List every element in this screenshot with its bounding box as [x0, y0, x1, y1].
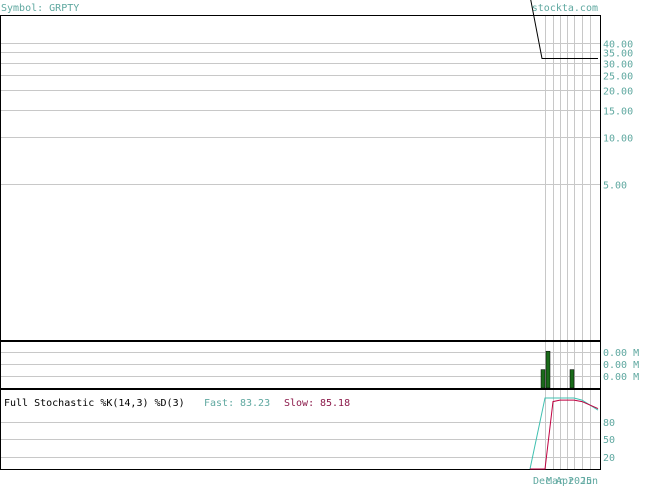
price-tick-label: 35.00: [603, 49, 633, 60]
fast-stochastic-line: [529, 397, 599, 470]
slow-label: Slow:: [284, 398, 314, 409]
price-grid: [1, 43, 600, 185]
volume-tick-label: 0.00 M: [603, 360, 639, 371]
site-label: stockta.com: [532, 3, 598, 14]
volume-panel: [0, 341, 601, 389]
price-tick-label: 40.00: [603, 40, 633, 51]
volume-grid: [1, 342, 600, 388]
x-axis-tick-label: Mar: [546, 476, 564, 486]
x-axis-tick-label: Dec: [533, 476, 551, 486]
volume-bar: [569, 369, 575, 389]
price-tick-label: 15.00: [603, 107, 633, 118]
volume-tick-labels: 0.00 M0.00 M0.00 M: [603, 348, 639, 383]
volume-tick-label: 0.00 M: [603, 372, 639, 383]
price-tick-label: 25.00: [603, 72, 633, 83]
price-tick-label: 20.00: [603, 87, 633, 98]
fast-value: 83.23: [240, 398, 270, 409]
volume-bar: [545, 350, 551, 389]
stochastic-grid: [1, 390, 600, 469]
stochastic-tick-label: 20: [603, 453, 615, 464]
volume-bar: [540, 369, 546, 389]
stochastic-tick-labels: 80 50 20: [603, 418, 615, 464]
stochastic-panel: [0, 389, 601, 470]
price-tick-label: 30.00: [603, 60, 633, 71]
price-tick-label: 10.00: [603, 134, 633, 145]
slow-stochastic-line: [530, 399, 599, 470]
volume-tick-label: 0.00 M: [603, 348, 639, 359]
price-panel: [0, 15, 601, 341]
x-axis-tick-label: Apr: [556, 476, 574, 486]
slow-value: 85.18: [320, 398, 350, 409]
x-axis-tick-label: 2025: [568, 476, 592, 486]
price-vertical-grid: [545, 16, 591, 340]
price-line: [530, 0, 598, 59]
indicator-name: Full Stochastic %K(14,3) %D(3): [4, 398, 185, 409]
symbol-label: Symbol: GRPTY: [1, 3, 79, 14]
stochastic-tick-label: 80: [603, 418, 615, 429]
stochastic-tick-label: 50: [603, 435, 615, 446]
fast-label: Fast:: [204, 398, 234, 409]
price-tick-label: 5.00: [603, 181, 627, 192]
x-axis-tick-label: Jun: [580, 476, 598, 486]
volume-bars: [540, 350, 575, 389]
